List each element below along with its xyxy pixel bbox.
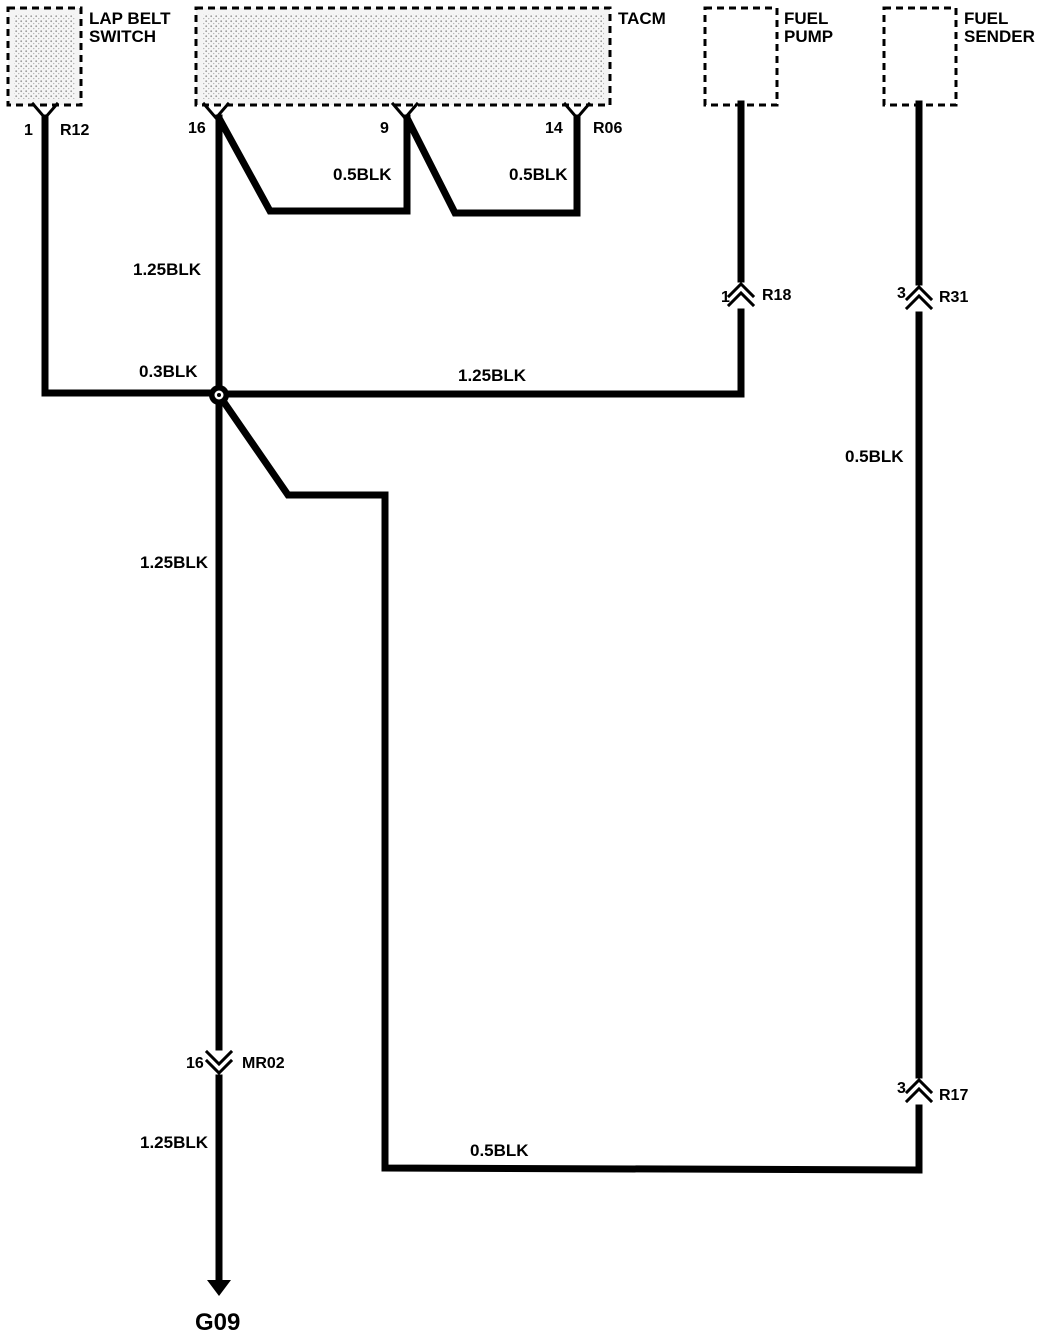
fuel-sender-label-line1: FUEL bbox=[964, 9, 1008, 28]
lap-belt-switch-label-line2: SWITCH bbox=[89, 27, 156, 46]
r06-connector-label: R06 bbox=[593, 120, 622, 137]
wire-tacm-9-jumper bbox=[214, 113, 411, 215]
fuel-sender-component bbox=[882, 6, 958, 107]
wire-tacm-14-jumper bbox=[402, 113, 581, 217]
wire-splice-to-r18 bbox=[215, 308, 745, 398]
fuel-pump-label-line2: PUMP bbox=[784, 27, 833, 46]
r31-pin-number: 3 bbox=[897, 285, 906, 302]
mr02-connector-symbol bbox=[204, 1049, 234, 1076]
wire-label-tacm-16-to-splice: 1.25BLK bbox=[133, 260, 202, 279]
r17-pin-number: 3 bbox=[897, 1080, 906, 1097]
fuel-sender-label-line2: SENDER bbox=[964, 27, 1035, 46]
r18-connector-symbol bbox=[726, 281, 756, 308]
r18-pin-number: 1 bbox=[721, 289, 730, 306]
wires bbox=[41, 100, 923, 1287]
lap-belt-switch-label-line1: LAP BELT bbox=[89, 9, 171, 28]
lap-belt-switch-component bbox=[6, 6, 83, 107]
r31-connector-label: R31 bbox=[939, 289, 968, 306]
ground-label: G09 bbox=[195, 1309, 240, 1336]
wire-label-fuel-pump-to-splice: 1.25BLK bbox=[458, 366, 527, 385]
r12-pin-number: 1 bbox=[24, 122, 33, 139]
inline-connectors bbox=[204, 281, 934, 1104]
r06-pin-16-number: 16 bbox=[188, 120, 206, 137]
r31-connector-symbol bbox=[904, 284, 934, 311]
mr02-connector-label: MR02 bbox=[242, 1055, 285, 1072]
fuel-pump-label-line1: FUEL bbox=[784, 9, 828, 28]
wire-label-lap-belt-to-splice: 0.3BLK bbox=[139, 362, 198, 381]
ground-arrow bbox=[207, 1280, 231, 1296]
tacm-component bbox=[194, 6, 612, 107]
wire-label-tacm-14-jumper: 0.5BLK bbox=[509, 165, 568, 184]
wire-lap-belt-to-splice bbox=[41, 114, 223, 397]
fuel-pump-component bbox=[703, 6, 779, 107]
r06-pin-9-number: 9 bbox=[380, 120, 389, 137]
r17-connector-label: R17 bbox=[939, 1087, 968, 1104]
wire-r17-return-to-splice bbox=[214, 390, 923, 1174]
r18-connector-label: R18 bbox=[762, 287, 791, 304]
mr02-pin-number: 16 bbox=[186, 1055, 204, 1072]
wire-label-mr02-to-ground: 1.25BLK bbox=[140, 1133, 209, 1152]
r06-pin-14-number: 14 bbox=[545, 120, 563, 137]
wire-label-fuel-sender: 0.5BLK bbox=[845, 447, 904, 466]
r12-connector-label: R12 bbox=[60, 122, 89, 139]
wire-label-splice-to-mr02: 1.25BLK bbox=[140, 553, 209, 572]
r17-connector-symbol bbox=[904, 1077, 934, 1104]
wire-label-tacm-9-jumper: 0.5BLK bbox=[333, 165, 392, 184]
wire-label-bottom-return: 0.5BLK bbox=[470, 1141, 529, 1160]
splice-point bbox=[209, 385, 229, 405]
tacm-label: TACM bbox=[618, 9, 666, 28]
